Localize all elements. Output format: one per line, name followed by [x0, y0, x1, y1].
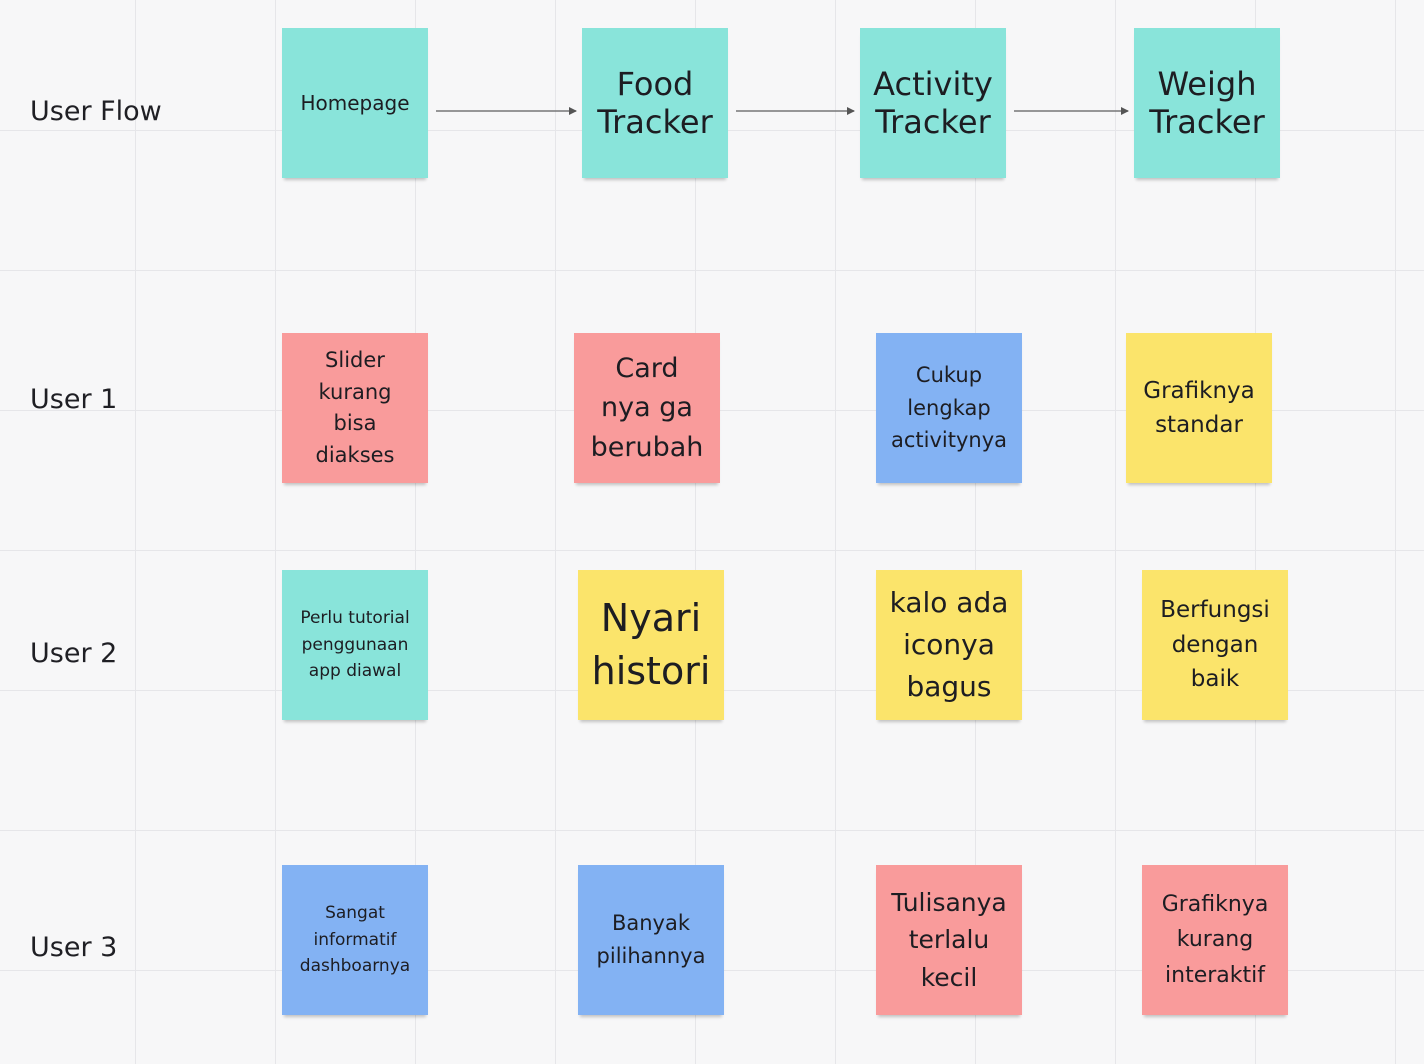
sticky-user2-activity-tracker[interactable]: kalo ada iconya bagus: [876, 570, 1022, 720]
row-label-user-1: User 1: [30, 384, 118, 415]
sticky-text: Tulisanya terlalu kecil: [891, 887, 1007, 992]
sticky-user2-food-tracker[interactable]: Nyari histori: [578, 570, 724, 720]
sticky-text: Banyak pilihannya: [596, 911, 706, 968]
sticky-text: Card nya ga berubah: [590, 353, 704, 463]
sticky-user1-homepage[interactable]: Slider kurang bisa diakses: [282, 333, 428, 483]
row-label-user-3: User 3: [30, 932, 118, 963]
sticky-user3-activity-tracker[interactable]: Tulisanya terlalu kecil: [876, 865, 1022, 1015]
sticky-text: Homepage: [300, 91, 410, 115]
sticky-text: Weigh Tracker: [1149, 64, 1265, 141]
sticky-text: Nyari histori: [591, 595, 711, 693]
sticky-user1-food-tracker[interactable]: Card nya ga berubah: [574, 333, 720, 483]
sticky-text: Sangat informatif dashboarnya: [299, 903, 411, 977]
row-label-user-flow: User Flow: [30, 96, 162, 127]
sticky-flow-weigh-tracker[interactable]: Weigh Tracker: [1134, 28, 1280, 178]
sticky-flow-activity-tracker[interactable]: Activity Tracker: [860, 28, 1006, 178]
sticky-user3-homepage[interactable]: Sangat informatif dashboarnya: [282, 865, 428, 1015]
sticky-text: Grafiknya standar: [1143, 377, 1255, 439]
sticky-text: Berfungsi dengan baik: [1160, 597, 1270, 693]
row-label-user-2: User 2: [30, 638, 118, 669]
sticky-text: Activity Tracker: [873, 64, 993, 141]
sticky-user3-food-tracker[interactable]: Banyak pilihannya: [578, 865, 724, 1015]
sticky-text: Slider kurang bisa diakses: [315, 348, 395, 467]
sticky-text: Grafiknya kurang interaktif: [1161, 892, 1269, 988]
sticky-user1-weigh-tracker[interactable]: Grafiknya standar: [1126, 333, 1272, 483]
sticky-text: Cukup lengkap activitynya: [890, 363, 1007, 453]
sticky-user2-weigh-tracker[interactable]: Berfungsi dengan baik: [1142, 570, 1288, 720]
sticky-user1-activity-tracker[interactable]: Cukup lengkap activitynya: [876, 333, 1022, 483]
sticky-user2-homepage[interactable]: Perlu tutorial penggunaan app diawal: [282, 570, 428, 720]
sticky-flow-food-tracker[interactable]: Food Tracker: [582, 28, 728, 178]
sticky-text: Perlu tutorial penggunaan app diawal: [300, 608, 410, 682]
sticky-text: kalo ada iconya bagus: [889, 586, 1009, 703]
sticky-text: Food Tracker: [597, 64, 713, 141]
sticky-user3-weigh-tracker[interactable]: Grafiknya kurang interaktif: [1142, 865, 1288, 1015]
sticky-flow-homepage[interactable]: Homepage: [282, 28, 428, 178]
